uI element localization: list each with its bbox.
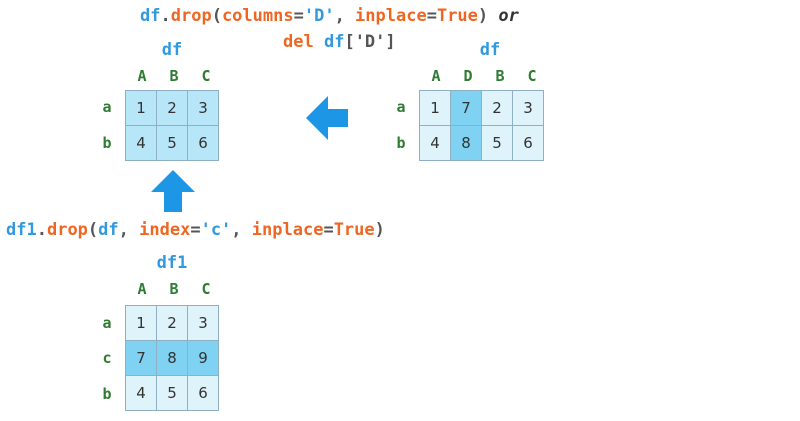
table-cell: 5 bbox=[156, 375, 188, 411]
table-row: 1 7 2 3 bbox=[419, 90, 544, 126]
table-cell: 4 bbox=[125, 375, 157, 411]
table-row: 7 8 9 bbox=[125, 340, 219, 376]
row-label: a bbox=[102, 98, 112, 116]
table-cell: 6 bbox=[512, 125, 544, 161]
table-cell: 5 bbox=[156, 125, 188, 161]
column-header: D bbox=[463, 67, 473, 85]
table-cell: 5 bbox=[481, 125, 513, 161]
code-drop-columns: df.drop(columns='D', inplace=True) or bbox=[140, 6, 519, 26]
table-cell: 6 bbox=[187, 375, 219, 411]
code-drop-index: df1.drop(df, index='c', inplace=True) bbox=[6, 220, 385, 240]
row-label: a bbox=[102, 314, 112, 332]
row-label: b bbox=[102, 134, 112, 152]
arrow-left-icon bbox=[306, 96, 348, 140]
table-cell: 4 bbox=[419, 125, 451, 161]
table-cell: 9 bbox=[187, 340, 219, 376]
table-cell: 3 bbox=[187, 305, 219, 341]
result-table: 1 2 3 4 5 6 bbox=[125, 90, 219, 161]
column-header: A bbox=[431, 67, 441, 85]
source-table-title: df bbox=[479, 40, 501, 60]
df1-table-title: df1 bbox=[156, 253, 188, 273]
column-header: C bbox=[201, 280, 211, 298]
df1-table: 1 2 3 7 8 9 4 5 6 bbox=[125, 305, 219, 411]
code-del-column: del df['D'] bbox=[283, 32, 396, 52]
column-header: C bbox=[201, 67, 211, 85]
table-cell: 1 bbox=[419, 90, 451, 126]
table-cell: 6 bbox=[187, 125, 219, 161]
table-cell: 8 bbox=[450, 125, 482, 161]
table-cell: 2 bbox=[481, 90, 513, 126]
table-cell: 7 bbox=[450, 90, 482, 126]
table-cell: 2 bbox=[156, 305, 188, 341]
row-label: b bbox=[102, 385, 112, 403]
column-header: A bbox=[137, 280, 147, 298]
table-cell: 4 bbox=[125, 125, 157, 161]
table-cell: 2 bbox=[156, 90, 188, 126]
table-row: 4 5 6 bbox=[125, 125, 219, 161]
row-label: b bbox=[396, 134, 406, 152]
row-label: a bbox=[396, 98, 406, 116]
table-row: 4 5 6 bbox=[125, 375, 219, 411]
table-cell: 3 bbox=[187, 90, 219, 126]
column-header: B bbox=[169, 67, 179, 85]
result-table-title: df bbox=[161, 40, 183, 60]
table-cell: 1 bbox=[125, 90, 157, 126]
column-header: B bbox=[169, 280, 179, 298]
arrow-up-icon bbox=[151, 170, 195, 212]
column-header: A bbox=[137, 67, 147, 85]
table-cell: 3 bbox=[512, 90, 544, 126]
source-table: 1 7 2 3 4 8 5 6 bbox=[419, 90, 544, 161]
column-header: B bbox=[495, 67, 505, 85]
table-cell: 8 bbox=[156, 340, 188, 376]
table-cell: 7 bbox=[125, 340, 157, 376]
table-row: 1 2 3 bbox=[125, 90, 219, 126]
column-header: C bbox=[527, 67, 537, 85]
table-row: 4 8 5 6 bbox=[419, 125, 544, 161]
table-cell: 1 bbox=[125, 305, 157, 341]
table-row: 1 2 3 bbox=[125, 305, 219, 341]
row-label: c bbox=[102, 349, 112, 367]
